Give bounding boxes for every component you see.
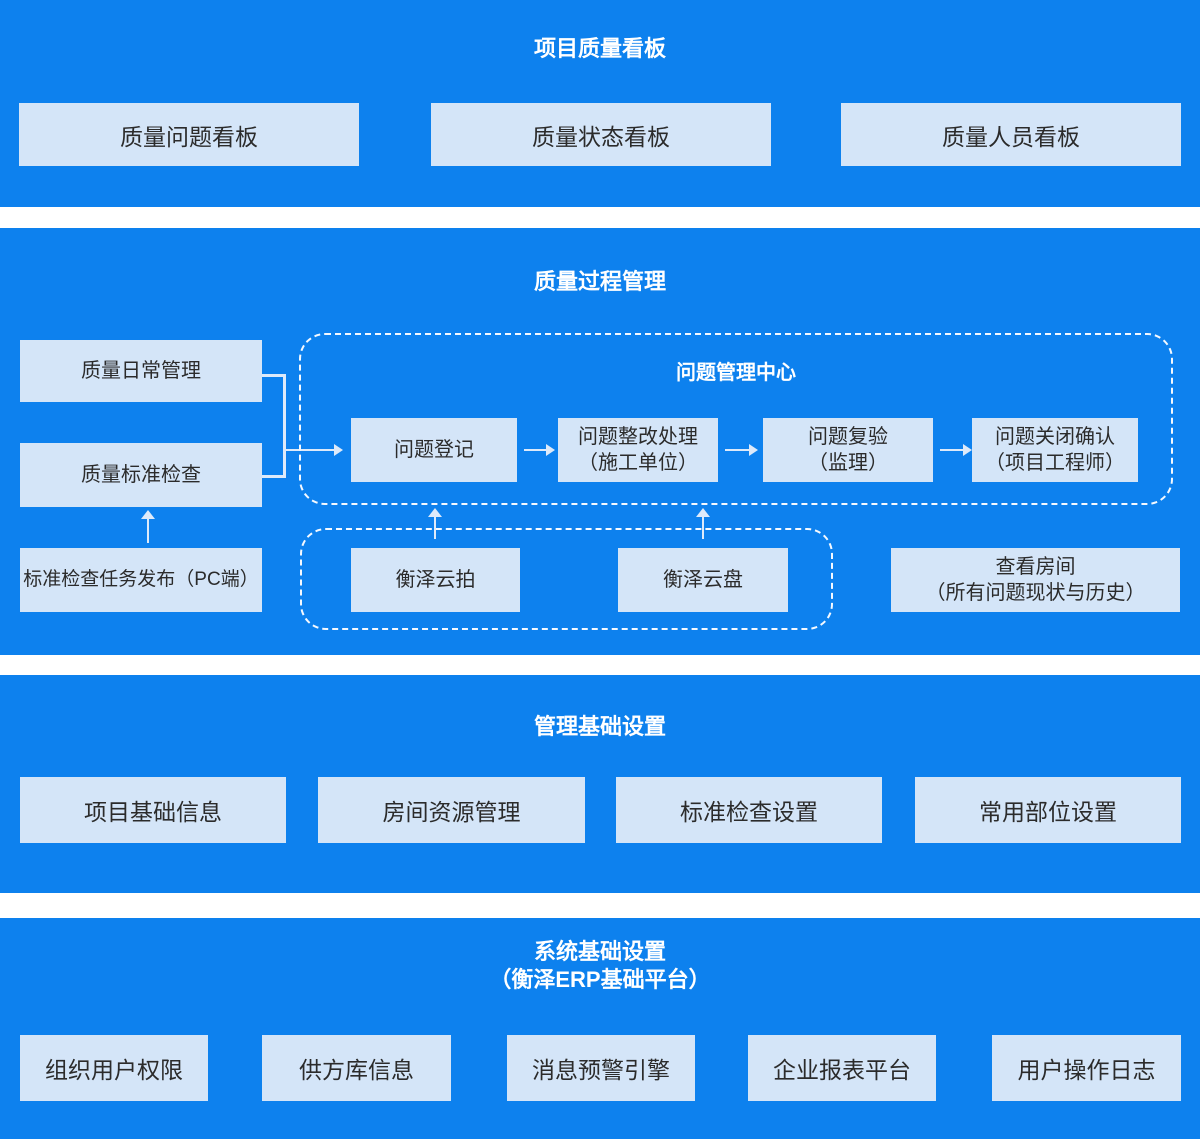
flow-box-close-confirm: 问题关闭确认 （项目工程师） (972, 418, 1138, 482)
tool-box-cloud-disk: 衡泽云盘 (618, 548, 788, 612)
system-box-user-operation-log: 用户操作日志 (992, 1035, 1181, 1101)
system-box-label: 消息预警引擎 (532, 1057, 670, 1083)
dashboard-box-label: 质量状态看板 (532, 123, 670, 150)
dashboard-box-label: 质量人员看板 (942, 123, 1080, 150)
system-box-label: 供方库信息 (299, 1057, 414, 1083)
flow-box-sublabel: （施工单位） (578, 452, 698, 474)
room-view-box: 查看房间 （所有问题现状与历史） (891, 548, 1180, 612)
connector-bracket-top (262, 374, 286, 377)
tool-box-label: 衡泽云盘 (663, 569, 743, 591)
system-box-org-user-rights: 组织用户权限 (20, 1035, 208, 1101)
system-box-enterprise-report: 企业报表平台 (748, 1035, 936, 1101)
management-box-label: 标准检查设置 (680, 799, 818, 825)
issue-center-dashed-frame (299, 333, 1173, 505)
arrow-up-icon (141, 510, 155, 543)
system-box-message-alert-engine: 消息预警引擎 (507, 1035, 695, 1101)
flow-box-label: 问题登记 (394, 439, 474, 461)
management-box-label: 常用部位设置 (979, 799, 1117, 825)
flow-box-rectify: 问题整改处理 （施工单位） (558, 418, 718, 482)
process-box-label: 标准检查任务发布（PC端） (23, 569, 259, 590)
tools-dashed-frame (300, 528, 833, 630)
dashboard-title: 项目质量看板 (533, 36, 666, 61)
flow-box-sublabel: （监理） (808, 452, 888, 474)
flow-box-sublabel: （项目工程师） (985, 452, 1125, 474)
dashboard-box-label: 质量问题看板 (120, 123, 258, 150)
flow-arrow-icon (524, 444, 555, 456)
management-box-standard-check-settings: 标准检查设置 (616, 777, 882, 843)
system-title-line2: （衡泽ERP基础平台） (489, 967, 711, 992)
connector-bracket-bottom (262, 475, 286, 478)
flow-arrow-icon (725, 444, 758, 456)
management-box-label: 房间资源管理 (382, 799, 521, 825)
management-title: 管理基础设置 (533, 714, 666, 739)
connector-bracket-vertical (283, 374, 286, 478)
room-view-label: 查看房间 (995, 556, 1076, 578)
flow-box-label: 问题复验 (808, 426, 888, 448)
process-box-daily-management: 质量日常管理 (20, 340, 262, 402)
flow-entry-arrow-icon (286, 444, 343, 456)
system-title-line1: 系统基础设置 (533, 939, 666, 964)
process-box-label: 质量日常管理 (81, 360, 201, 382)
flow-box-label: 问题关闭确认 (995, 426, 1115, 448)
flow-box-recheck: 问题复验 （监理） (763, 418, 933, 482)
system-box-label: 企业报表平台 (773, 1057, 911, 1083)
management-box-common-parts: 常用部位设置 (915, 777, 1181, 843)
room-view-sublabel: （所有问题现状与历史） (925, 582, 1146, 604)
flow-arrow-icon (940, 444, 972, 456)
system-band (0, 918, 1200, 1139)
arrow-up-icon (428, 508, 442, 539)
tool-box-label: 衡泽云拍 (395, 569, 476, 591)
dashboard-box-personnel-board: 质量人员看板 (841, 103, 1181, 166)
process-box-label: 质量标准检查 (81, 464, 201, 486)
dashboard-box-issue-board: 质量问题看板 (19, 103, 359, 166)
process-box-task-publish-pc: 标准检查任务发布（PC端） (20, 548, 262, 612)
process-box-standard-check: 质量标准检查 (20, 443, 262, 507)
management-box-label: 项目基础信息 (84, 799, 222, 825)
management-box-project-info: 项目基础信息 (20, 777, 286, 843)
system-box-label: 组织用户权限 (45, 1057, 183, 1083)
system-box-supplier-library: 供方库信息 (262, 1035, 451, 1101)
process-title: 质量过程管理 (533, 269, 666, 294)
issue-center-title: 问题管理中心 (676, 362, 796, 384)
management-box-room-resource: 房间资源管理 (318, 777, 585, 843)
arrow-up-icon (696, 508, 710, 539)
flow-box-issue-register: 问题登记 (351, 418, 517, 482)
dashboard-box-status-board: 质量状态看板 (431, 103, 771, 166)
flow-box-label: 问题整改处理 (578, 426, 698, 448)
tool-box-cloud-photo: 衡泽云拍 (351, 548, 520, 612)
system-box-label: 用户操作日志 (1017, 1057, 1156, 1083)
